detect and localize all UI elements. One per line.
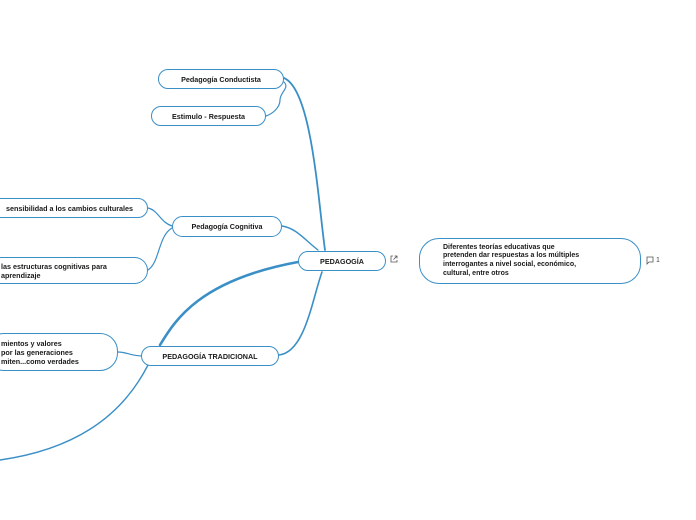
- node-estimulo[interactable]: Estimulo - Respuesta: [151, 106, 266, 126]
- node-root[interactable]: PEDAGOGÍA: [298, 251, 386, 271]
- node-label: mientos y valores por las generaciones m…: [1, 338, 79, 366]
- link-long-lower: [0, 364, 149, 461]
- node-estructuras[interactable]: las estructuras cognitivas para aprendiz…: [0, 257, 148, 284]
- link-conductista-estimulo: [265, 81, 287, 117]
- link-cognitiva-estructuras: [147, 227, 173, 271]
- node-label: Estimulo - Respuesta: [171, 111, 246, 121]
- link-tradicional-conocimientos: [117, 351, 143, 357]
- node-sensibilidad[interactable]: sensibilidad a los cambios culturales: [0, 198, 148, 218]
- node-conocimientos[interactable]: mientos y valores por las generaciones m…: [0, 333, 118, 371]
- node-cognitiva[interactable]: Pedagogía Cognitiva: [172, 216, 282, 237]
- node-label: PEDAGOGÍA TRADICIONAL: [162, 351, 258, 361]
- node-label: Pedagogía Cognitiva: [191, 222, 263, 231]
- node-conductista[interactable]: Pedagogía Conductista: [158, 69, 284, 89]
- comment-icon[interactable]: [646, 256, 654, 267]
- node-label: Diferentes teorías educativas que preten…: [443, 243, 580, 277]
- node-label: las estructuras cognitivas para aprendiz…: [1, 261, 107, 280]
- link-root-cognitiva: [281, 225, 319, 251]
- node-note[interactable]: Diferentes teorías educativas que preten…: [419, 238, 641, 284]
- link-root-thick: [158, 260, 300, 347]
- link-root-tradicional: [278, 271, 323, 356]
- node-label: PEDAGOGÍA: [320, 256, 364, 266]
- node-tradicional[interactable]: PEDAGOGÍA TRADICIONAL: [141, 346, 279, 366]
- comment-count: 1: [656, 257, 660, 264]
- external-link-icon[interactable]: [390, 255, 398, 265]
- node-label: Pedagogía Conductista: [181, 74, 261, 84]
- link-cognitiva-sensibilidad: [147, 207, 173, 227]
- link-root-conductista: [283, 77, 326, 251]
- node-label: sensibilidad a los cambios culturales: [5, 203, 133, 213]
